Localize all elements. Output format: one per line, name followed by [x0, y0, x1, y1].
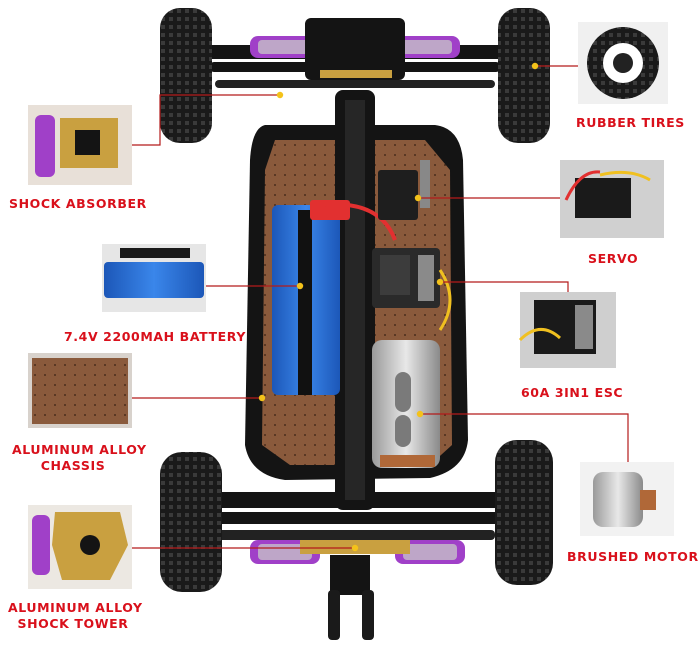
battery — [272, 200, 397, 395]
front-shocks — [250, 18, 460, 80]
tire-photo — [578, 22, 668, 104]
tire-rear-left — [160, 452, 222, 592]
rear-shocks — [250, 540, 465, 640]
label-rubber-tires: RUBBER TIRES — [576, 115, 685, 130]
label-shock-tower-line2: SHOCK TOWER — [17, 616, 129, 631]
leader-lines — [132, 65, 629, 549]
rc-car — [160, 8, 553, 640]
label-shock-tower: ALUMINUM ALLOY SHOCK TOWER — [8, 600, 143, 632]
servo — [378, 160, 430, 220]
callout-dots — [258, 62, 539, 552]
shock-tower-photo — [28, 505, 132, 589]
label-chassis-line2: CHASSIS — [40, 458, 106, 473]
label-chassis: ALUMINUM ALLOY CHASSIS — [12, 442, 147, 474]
label-battery: 7.4V 2200MAH BATTERY — [64, 329, 246, 344]
servo-photo — [560, 160, 664, 238]
tire-front-left — [160, 8, 212, 143]
label-shock-absorber: SHOCK ABSORBER — [9, 196, 147, 211]
shock-absorber-photo — [28, 105, 132, 185]
motor-photo — [580, 462, 674, 536]
label-shock-tower-line1: ALUMINUM ALLOY — [8, 600, 143, 615]
chassis-plate-photo — [28, 353, 132, 428]
motor — [372, 340, 440, 468]
label-esc: 60A 3IN1 ESC — [521, 385, 624, 400]
tire-rear-right — [495, 440, 553, 585]
esc — [372, 248, 452, 331]
esc-photo — [518, 292, 616, 368]
battery-photo — [102, 244, 206, 312]
tire-front-right — [498, 8, 550, 143]
label-brushed-motor: BRUSHED MOTOR — [567, 549, 699, 564]
label-servo: SERVO — [588, 251, 639, 266]
label-chassis-line1: ALUMINUM ALLOY — [12, 442, 147, 457]
